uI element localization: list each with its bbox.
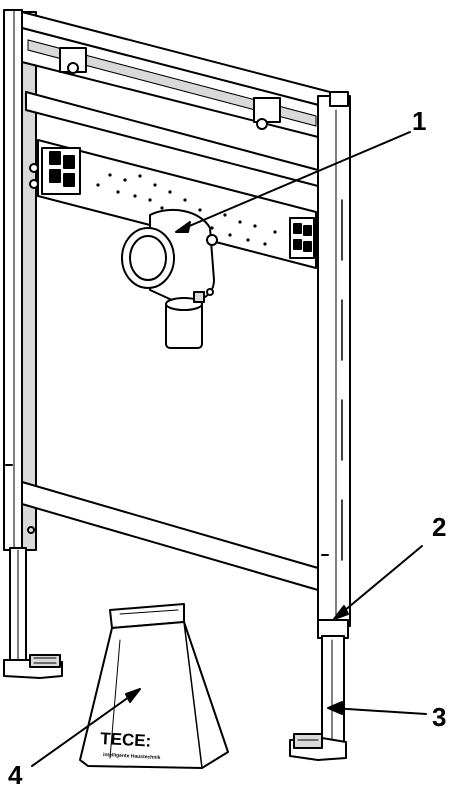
- lower-crossbar: [21, 481, 319, 591]
- bag-brand-text: TECE:: [100, 729, 152, 751]
- leader-lines: [31, 131, 427, 767]
- siphon: [121, 208, 218, 349]
- callout-2: 2: [432, 512, 447, 542]
- leader-arrow-2: [333, 605, 349, 620]
- callout-3: 3: [432, 702, 447, 732]
- package-bag: [79, 603, 229, 769]
- leader-line-1: [179, 131, 411, 231]
- callout-4: 4: [8, 760, 23, 790]
- leader-arrow-4: [125, 688, 141, 703]
- leader-line-2: [337, 545, 423, 617]
- leader-arrow-3: [327, 701, 343, 715]
- right-upright: [289, 91, 351, 761]
- bag-tagline-text: intelligente Haustechnik: [103, 752, 161, 761]
- left-upright: [3, 9, 63, 679]
- leader-line-3: [331, 707, 427, 715]
- mounting-plate: [29, 139, 317, 269]
- leader-line-4: [31, 691, 137, 767]
- leader-arrow-1: [175, 221, 191, 233]
- callout-1: 1: [412, 106, 427, 136]
